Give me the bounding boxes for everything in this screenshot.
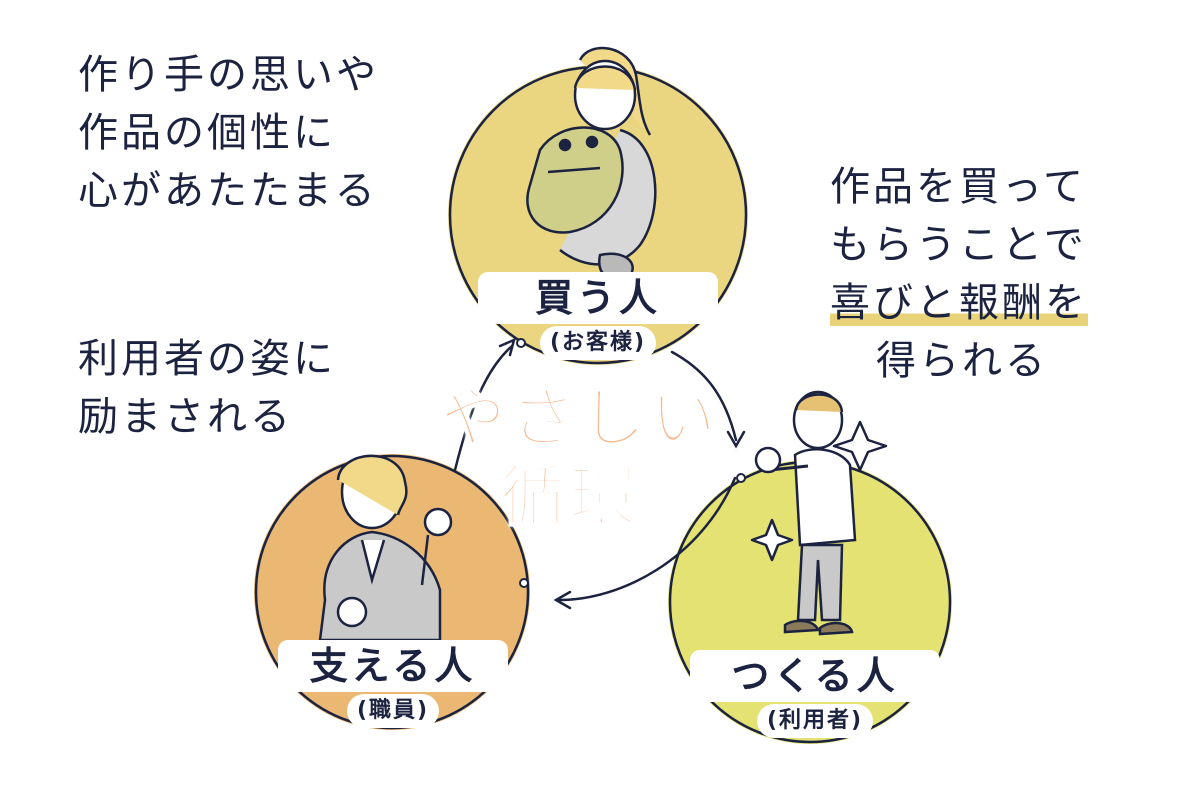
role-name: 支える人 xyxy=(278,640,508,692)
maker-illustration xyxy=(754,390,857,636)
quote-maker-feeling: 作品を買って もらうことで 喜びと報酬を 得られる xyxy=(830,158,1088,390)
role-label-maker: つくる人 (利用者) xyxy=(690,650,940,738)
arrow-buyer-to-maker xyxy=(670,350,738,442)
cycle-arrows xyxy=(453,337,746,610)
role-name: つくる人 xyxy=(690,650,940,702)
role-sub: (お客様) xyxy=(478,326,718,360)
center-title: やさしい 循環 xyxy=(439,379,720,536)
arrow-icon xyxy=(726,430,746,449)
supporter-illustration xyxy=(318,454,453,642)
quote-line: 作品の個性に xyxy=(78,110,336,156)
quote-buyer-feeling: 作り手の思いや 作品の個性に 心があたたまる xyxy=(78,46,379,220)
arrow-icon xyxy=(553,590,572,610)
arrow-supporter-to-buyer xyxy=(453,344,514,472)
quote-line: 励まされる xyxy=(78,394,293,440)
role-sub-text: (お客様) xyxy=(539,326,657,360)
quote-line: 作品を買って xyxy=(830,164,1086,210)
role-sub-text: (利用者) xyxy=(756,704,874,738)
quote-supporter-feeling: 利用者の姿に 励まされる xyxy=(78,330,336,446)
sparkle-icon xyxy=(750,420,888,562)
buyer-illustration xyxy=(526,46,657,281)
quote-line: 喜びと報酬を xyxy=(830,274,1088,332)
arrow-endpoints xyxy=(516,338,746,588)
role-sub: (職員) xyxy=(278,694,508,728)
center-title-line: やさしい xyxy=(439,379,720,458)
quote-line: 利用者の姿に xyxy=(78,336,336,382)
quote-line: もらうことで xyxy=(830,222,1087,268)
role-label-supporter: 支える人 (職員) xyxy=(278,640,508,728)
quote-line: 得られる xyxy=(876,338,1048,384)
role-sub: (利用者) xyxy=(690,704,940,738)
arrow-icon xyxy=(498,337,516,357)
role-label-buyer: 買う人 (お客様) xyxy=(478,272,718,360)
center-title-line: 循環 xyxy=(499,457,640,536)
quote-line: 心があたたまる xyxy=(78,168,378,214)
arrow-maker-to-supporter xyxy=(558,476,737,602)
quote-line: 作り手の思いや xyxy=(78,52,379,98)
role-sub-text: (職員) xyxy=(346,694,440,728)
role-name: 買う人 xyxy=(478,272,718,324)
